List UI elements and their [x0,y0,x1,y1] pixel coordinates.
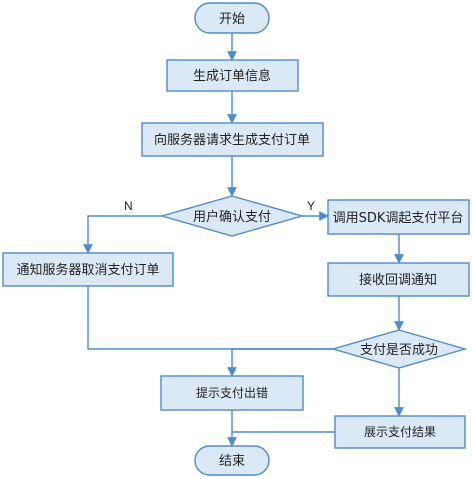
node-end-label: 结束 [219,454,245,469]
node-show-error-label: 提示支付出错 [196,385,268,400]
node-generate-order: 生成订单信息 [166,59,299,92]
node-success-decision: 支付是否成功 [330,329,468,369]
edge-check-to-error [227,348,333,377]
node-show-result: 展示支付结果 [334,415,466,449]
node-notify-cancel: 通知服务器取消支付订单 [2,252,174,287]
node-success-label: 支付是否成功 [360,343,438,358]
edge-confirm-no [83,215,162,254]
node-call-sdk-label: 调用SDK调起支付平台 [333,211,464,226]
node-start: 开始 [194,2,270,34]
node-generate-order-label: 生成订单信息 [193,68,271,84]
node-start-label: 开始 [219,12,245,27]
edge-label-no: N [124,199,133,213]
node-show-error: 提示支付出错 [160,375,304,411]
node-request-server-label: 向服务器请求生成支付订单 [154,132,310,148]
node-end: 结束 [194,445,270,476]
node-receive-callback-label: 接收回调通知 [359,272,437,288]
node-notify-cancel-label: 通知服务器取消支付订单 [16,262,159,278]
node-receive-callback: 接收回调通知 [327,262,470,297]
node-confirm-decision: 用户确认支付 [159,195,305,237]
node-confirm-label: 用户确认支付 [193,209,271,225]
node-call-sdk: 调用SDK调起支付平台 [327,199,470,235]
edge-cancel-merge [87,286,333,350]
node-show-result-label: 展示支付结果 [364,425,436,439]
node-request-server: 向服务器请求生成支付订单 [141,122,324,157]
connectors [83,33,404,447]
edge-label-yes: Y [307,199,315,213]
